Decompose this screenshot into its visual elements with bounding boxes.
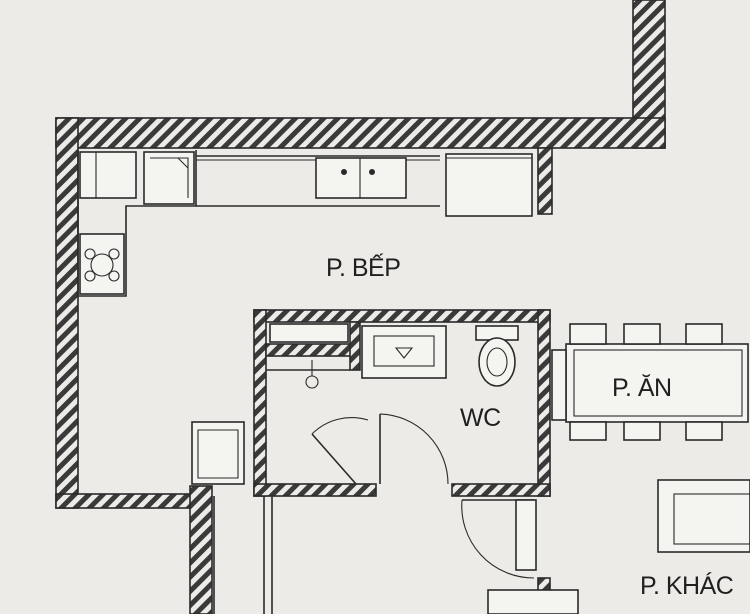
chair-bottom-3: [685, 421, 723, 441]
counter-end: [445, 153, 533, 217]
wall-kitchen-bottom: [55, 493, 197, 509]
shower-tray: [269, 323, 349, 343]
shower-door-swing: [311, 417, 369, 435]
fridge: [143, 151, 195, 205]
room-label-kitchen: P. BẾP: [326, 253, 400, 282]
walls: [55, 0, 666, 614]
wc-fixtures: [266, 323, 519, 485]
room-label-wc: WC: [460, 404, 501, 432]
chair-bottom-2: [623, 421, 661, 441]
wall-kitchen-left: [55, 117, 79, 509]
kitchen-sink: [315, 157, 407, 199]
room-label-dining: P. ĂN: [612, 373, 672, 402]
wall-kitchen-right-stub: [537, 147, 553, 215]
room-label-other: P. KHÁC: [640, 571, 734, 600]
wall-wc-left: [253, 309, 267, 497]
kitchen-fixtures: [77, 150, 533, 297]
wall-wc-divider: [349, 321, 361, 371]
lower-right-box: [487, 589, 579, 614]
chair-top-3: [685, 323, 723, 345]
chair-top-1: [569, 323, 607, 345]
armchair: [657, 479, 750, 553]
wall-corridor-left: [189, 485, 213, 614]
washbasin: [361, 325, 447, 379]
toilet: [475, 325, 519, 387]
chair-bottom-1: [569, 421, 607, 441]
wall-wc-top: [253, 309, 551, 323]
cooktop: [79, 233, 125, 295]
laundry-cabinet: [191, 421, 245, 485]
wall-wc-shower: [265, 343, 353, 357]
lower-cabinet: [515, 499, 537, 571]
wc-door-swing: [379, 413, 449, 485]
kitchen-counter: [77, 150, 197, 297]
chair-top-2: [623, 323, 661, 345]
wall-kitchen-top: [55, 117, 666, 149]
wall-wc-right: [537, 309, 551, 497]
dining-table: [565, 343, 749, 423]
chair-left: [551, 349, 567, 421]
wall-wc-bottom-left: [253, 483, 377, 497]
corner-cabinet: [79, 151, 137, 199]
dining-set: [551, 323, 749, 441]
wall-wc-bottom-right: [451, 483, 551, 497]
corridor-door-swing: [461, 499, 535, 579]
